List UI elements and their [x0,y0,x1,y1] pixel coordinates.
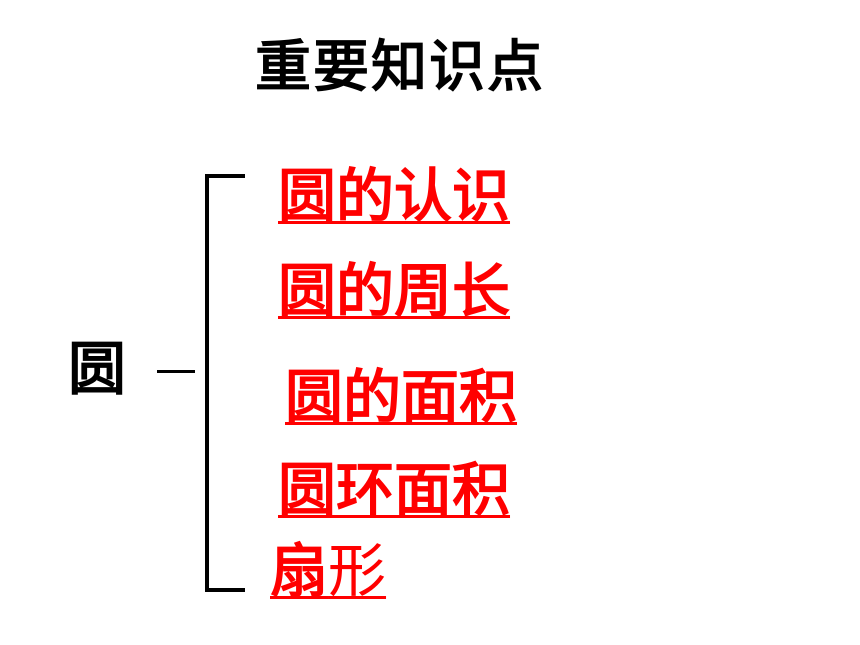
topic-item[interactable]: 圆的周长 [278,257,511,325]
topic-item[interactable]: 圆环面积 [278,456,511,524]
tree-bracket [205,174,245,592]
page-title: 重要知识点 [255,35,545,100]
topic-item[interactable]: 圆的认识 [278,162,511,230]
topic-item[interactable]: 圆的面积 [285,363,518,431]
topic-part-2: 形 [328,537,387,605]
topic-part-1: 扇 [270,537,329,605]
topic-item-sector[interactable]: 扇形 [270,537,386,605]
connector-line [157,370,195,373]
root-label: 圆 [68,335,127,403]
